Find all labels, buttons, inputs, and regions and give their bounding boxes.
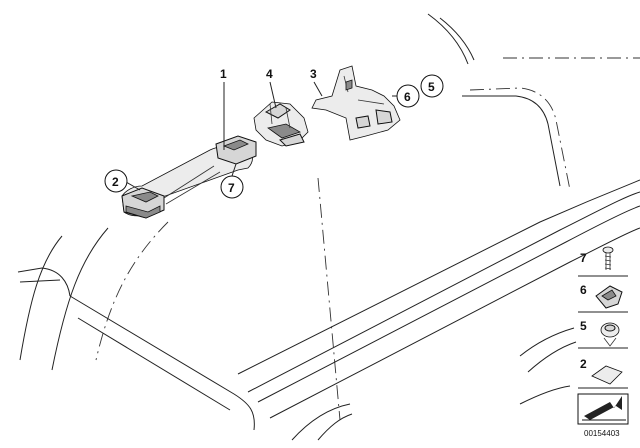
callout-5: 5 <box>428 80 435 94</box>
document-id: 00154403 <box>584 429 620 438</box>
callout-7: 7 <box>228 181 235 195</box>
callout-7-circle <box>220 175 244 199</box>
direction-arrow-icon <box>577 393 629 425</box>
legend-7-label: 7 <box>580 251 587 265</box>
expanding-rivet-icon <box>600 322 620 347</box>
callout-6: 6 <box>404 90 411 104</box>
leader-lines <box>125 81 402 191</box>
bracket-plate <box>311 65 401 141</box>
vehicle-outline <box>17 13 640 441</box>
callout-2-circle <box>104 169 128 193</box>
callout-1: 1 <box>220 67 227 81</box>
legend-6-label: 6 <box>580 283 587 297</box>
grab-handle <box>121 135 257 219</box>
callout-2: 2 <box>112 175 119 189</box>
screw-icon <box>602 246 614 270</box>
callout-3: 3 <box>310 67 317 81</box>
legend-2-label: 2 <box>580 357 587 371</box>
callout-6-circle <box>396 84 420 108</box>
callout-4: 4 <box>266 67 273 81</box>
callout-5-circle <box>420 74 444 98</box>
legend-5-label: 5 <box>580 319 587 333</box>
cover-cap-icon <box>591 365 623 385</box>
cover-part <box>253 101 309 147</box>
parts-legend: 7 6 5 2 <box>577 246 629 425</box>
clip-nut-icon <box>595 285 623 309</box>
